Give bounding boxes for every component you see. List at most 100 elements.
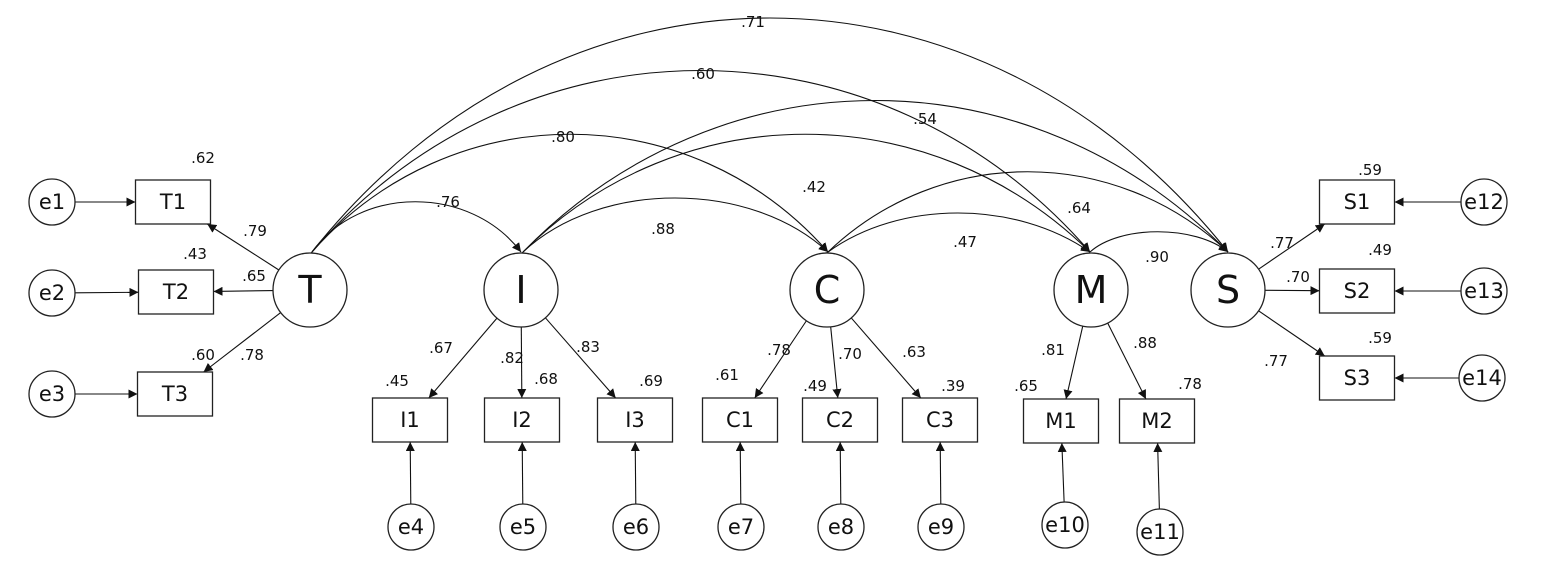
error-arrow-e7: [735, 441, 745, 505]
loading-arrow-C-C2: [830, 326, 842, 399]
observed-label-I2: I2: [512, 408, 532, 432]
correlation-curve-I-C: [513, 197, 829, 262]
loading-arrow-M-M1: [1063, 325, 1084, 400]
observed-node-I1: [371, 397, 449, 443]
observed-node-S3: [1318, 355, 1396, 401]
path-lines: [74, 197, 1461, 510]
diagram-nodes: [28, 178, 1508, 556]
observed-label-S2: S2: [1344, 279, 1371, 303]
latent-node-C: [789, 252, 865, 328]
observed-label-T3: T3: [161, 382, 188, 406]
latent-node-S: [1190, 252, 1266, 328]
correlation-curve-T-S: [302, 17, 1229, 262]
correlation-coefficient-M-S: .90: [1145, 248, 1169, 266]
r-squared-C1: .61: [715, 366, 739, 384]
error-arrow-e4: [405, 441, 415, 505]
error-node-e12: [1460, 178, 1508, 226]
correlation-coefficient-I-M: .42: [802, 178, 826, 196]
loading-arrow-S-S3: [1258, 310, 1326, 357]
latent-node-I: [483, 252, 559, 328]
observed-node-T2: [137, 269, 215, 315]
correlation-curve-C-S: [818, 171, 1229, 262]
error-label-e1: e1: [39, 190, 65, 214]
correlation-coefficient-T-S: .71: [741, 13, 765, 31]
r-squared-T2: .43: [183, 245, 207, 263]
r-squared-S2: .49: [1368, 241, 1392, 259]
r-squared-S1: .59: [1358, 161, 1382, 179]
loading-arrow-T-T1: [206, 223, 280, 271]
observed-node-T3: [136, 371, 214, 417]
observed-node-S1: [1318, 179, 1396, 225]
latent-label-C: C: [814, 268, 841, 312]
error-label-e12: e12: [1464, 190, 1504, 214]
error-label-e2: e2: [39, 281, 65, 305]
correlation-curve-T-C: [302, 133, 829, 262]
error-node-e13: [1460, 267, 1508, 315]
error-label-e6: e6: [623, 515, 649, 539]
observed-node-M2: [1118, 398, 1196, 444]
r-squared-I3: .69: [639, 372, 663, 390]
error-arrow-e11: [1153, 442, 1163, 510]
loading-coefficient-C2: .70: [838, 345, 862, 363]
r-squared-T1: .62: [191, 149, 215, 167]
error-arrow-e2: [74, 287, 139, 297]
error-node-e2: [28, 269, 76, 317]
loading-coefficient-M2: .88: [1133, 334, 1157, 352]
observed-label-M1: M1: [1045, 409, 1076, 433]
loading-coefficient-T3: .78: [240, 346, 264, 364]
loading-arrow-I-I2: [517, 326, 527, 399]
loading-coefficient-C1: .78: [767, 341, 791, 359]
observed-label-M2: M2: [1141, 409, 1172, 433]
observed-node-I3: [596, 397, 674, 443]
latent-label-T: T: [297, 268, 322, 312]
correlation-curves: [302, 17, 1229, 262]
loading-arrow-T-T2: [213, 286, 274, 296]
loading-arrow-C-C3: [850, 317, 922, 399]
correlation-coefficient-I-C: .88: [651, 220, 675, 238]
observed-label-C1: C1: [726, 408, 754, 432]
error-label-e10: e10: [1045, 513, 1085, 537]
correlation-coefficient-T-I: .76: [436, 193, 460, 211]
observed-node-T1: [134, 179, 212, 225]
loading-arrow-I-I1: [428, 317, 498, 399]
r-squared-S3: .59: [1368, 329, 1392, 347]
correlation-curve-C-M: [818, 212, 1091, 261]
loading-coefficient-S3: .77: [1264, 352, 1288, 370]
latent-node-T: [272, 252, 348, 328]
r-squared-M2: .78: [1178, 375, 1202, 393]
observed-label-T2: T2: [162, 280, 189, 304]
r-squared-I1: .45: [385, 372, 409, 390]
loading-arrow-I-I3: [544, 317, 617, 399]
loading-coefficient-S1: .77: [1270, 234, 1294, 252]
correlation-coefficient-T-M: .60: [691, 65, 715, 83]
observed-label-T1: T1: [159, 190, 186, 214]
error-node-e10: [1041, 501, 1089, 549]
latent-label-S: S: [1216, 268, 1240, 312]
error-node-e1: [28, 178, 76, 226]
observed-label-S1: S1: [1344, 190, 1371, 214]
loading-coefficient-I2: .82: [500, 349, 524, 367]
latent-label-I: I: [515, 268, 526, 312]
correlation-coefficient-C-M: .47: [953, 233, 977, 251]
observed-label-I3: I3: [625, 408, 645, 432]
loading-arrow-T-T3: [203, 312, 282, 373]
correlation-curve-I-S: [513, 99, 1229, 262]
r-squared-C2: .49: [803, 377, 827, 395]
error-node-e9: [917, 503, 965, 551]
error-arrow-e5: [517, 441, 527, 505]
loading-coefficient-T2: .65: [242, 267, 266, 285]
loading-coefficient-T1: .79: [243, 222, 267, 240]
correlation-coefficient-I-S: .54: [913, 110, 937, 128]
loading-arrow-M-M2: [1107, 322, 1147, 400]
observed-label-S3: S3: [1344, 366, 1371, 390]
error-label-e4: e4: [398, 515, 424, 539]
loading-arrow-C-C1: [754, 320, 807, 399]
observed-node-C2: [801, 397, 879, 443]
error-node-e7: [717, 503, 765, 551]
loading-coefficient-I1: .67: [429, 339, 453, 357]
coefficient-labels: .79.65.78.67.82.83.78.70.63.81.88.77.70.…: [39, 13, 1504, 544]
observed-node-S2: [1318, 268, 1396, 314]
correlation-curve-M-S: [1080, 231, 1229, 262]
observed-node-I2: [483, 397, 561, 443]
